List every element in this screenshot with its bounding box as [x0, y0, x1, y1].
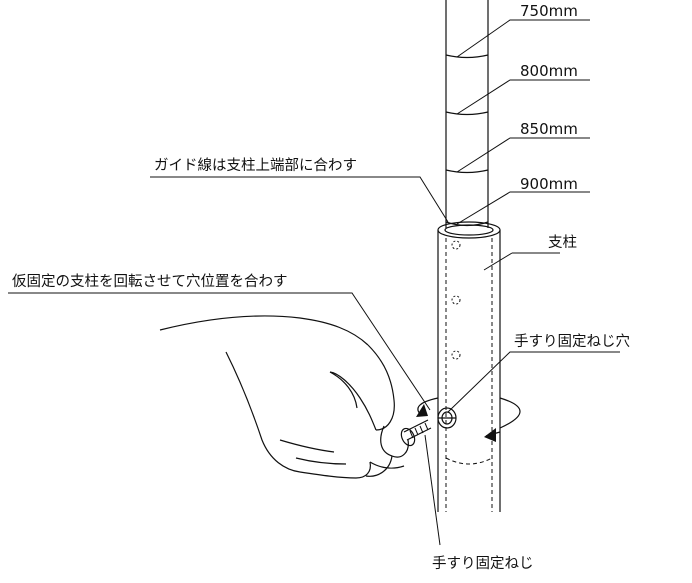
label-850mm: 850mm — [520, 120, 578, 138]
label-guide-line: ガイド線は支柱上端部に合わす — [154, 157, 357, 174]
leader-lines — [8, 19, 620, 546]
ring-mark-800 — [445, 111, 489, 116]
screw — [400, 419, 432, 447]
label-rotate-instruction: 仮固定の支柱を回転させて穴位置を合わす — [12, 273, 288, 290]
outer-post — [437, 221, 501, 512]
label-900mm: 900mm — [520, 175, 578, 193]
screw-hole-fitting — [437, 407, 457, 429]
rotation-arrow — [416, 397, 521, 442]
label-screw-hole: 手すり固定ねじ穴 — [514, 333, 630, 350]
label-800mm: 800mm — [520, 62, 578, 80]
label-screw: 手すり固定ねじ — [432, 555, 534, 572]
label-750mm: 750mm — [520, 2, 578, 20]
inner-rail — [445, 0, 489, 228]
arrow-head-right — [484, 428, 496, 442]
label-post: 支柱 — [548, 234, 577, 251]
hand-illustration — [159, 315, 409, 479]
ring-mark-850 — [445, 169, 489, 174]
ring-mark-750 — [445, 54, 489, 59]
arrow-head-left — [416, 404, 428, 417]
